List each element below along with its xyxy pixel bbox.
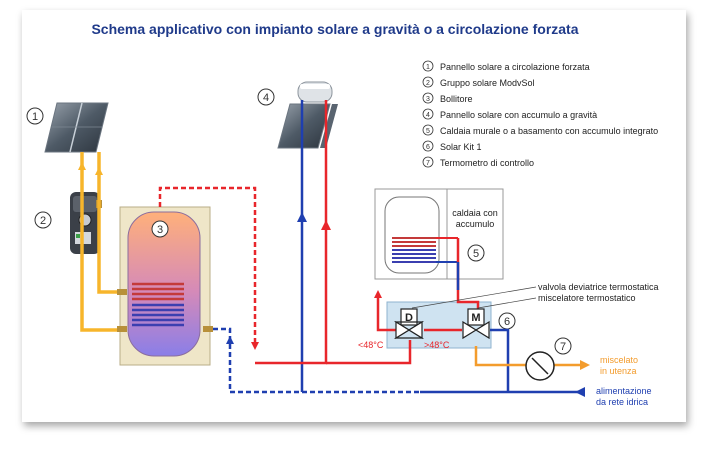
- solar-panel-gravity: [277, 81, 338, 149]
- svg-text:Termometro di controllo: Termometro di controllo: [440, 158, 534, 168]
- storage-tank: [117, 206, 213, 366]
- svg-text:Bollitore: Bollitore: [440, 94, 473, 104]
- control-thermometer: [525, 351, 555, 381]
- callout-5: 5: [467, 244, 485, 262]
- temp-below-label: <48°C: [358, 340, 384, 350]
- svg-text:3: 3: [426, 96, 430, 103]
- svg-text:4: 4: [426, 112, 430, 119]
- svg-text:2: 2: [40, 215, 46, 227]
- mains-supply-label-2: da rete idrica: [596, 397, 648, 407]
- legend-item: 2 Gruppo solare ModvSol: [422, 76, 535, 88]
- diverter-valve: D: [393, 308, 425, 340]
- boiler-label-line1: caldaia con: [452, 208, 498, 218]
- diagram-title: Schema applicativo con impianto solare a…: [91, 21, 578, 37]
- mixed-output-label-2: in utenza: [600, 366, 637, 376]
- legend-item: 1 Pannello solare a circolazione forzata: [422, 60, 590, 72]
- svg-text:5: 5: [473, 248, 479, 260]
- svg-text:6: 6: [504, 316, 510, 328]
- solar-loop-pipes: [80, 152, 120, 332]
- callout-2: 2: [34, 211, 52, 229]
- legend-item: 7 Termometro di controllo: [422, 156, 534, 168]
- legend-item: 4 Pannello solare con accumulo a gravità: [422, 108, 597, 120]
- svg-text:1: 1: [32, 111, 38, 123]
- legend-item: 3 Bollitore: [422, 92, 473, 104]
- thermostatic-mixer: M: [462, 308, 490, 340]
- svg-text:7: 7: [426, 160, 430, 167]
- tank-cold-inlet-pipe: [213, 327, 420, 394]
- svg-text:D: D: [405, 312, 413, 324]
- callout-6: 6: [498, 312, 516, 330]
- svg-text:Pannello solare con accumulo a: Pannello solare con accumulo a gravità: [440, 110, 597, 120]
- mixer-leader-line: [477, 297, 537, 309]
- legend: 1 Pannello solare a circolazione forzata…: [422, 60, 658, 168]
- svg-text:2: 2: [426, 80, 430, 87]
- upper-coil: [132, 282, 184, 301]
- callout-3: 3: [151, 220, 169, 238]
- legend-item: 5 Caldaia murale o a basamento con accum…: [422, 124, 658, 136]
- diverter-leader-line: [411, 286, 537, 309]
- wall-boiler: [374, 188, 504, 280]
- callout-7: 7: [554, 337, 572, 355]
- diverter-valve-label: valvola deviatrice termostatica: [538, 282, 659, 292]
- tank-hot-outlet-pipe: [158, 186, 257, 345]
- mains-supply-label-1: alimentazione: [596, 386, 652, 396]
- boiler-label-line2: accumulo: [456, 219, 495, 229]
- svg-text:Solar Kit 1: Solar Kit 1: [440, 142, 482, 152]
- mixed-output-label-1: miscelato: [600, 355, 638, 365]
- pump-group-modvsol: [70, 192, 102, 254]
- svg-text:7: 7: [560, 341, 566, 353]
- temp-above-label: >48°C: [424, 340, 450, 350]
- svg-text:5: 5: [426, 128, 430, 135]
- svg-text:Gruppo solare ModvSol: Gruppo solare ModvSol: [440, 78, 535, 88]
- svg-text:6: 6: [426, 144, 430, 151]
- callout-4: 4: [257, 88, 275, 106]
- svg-text:M: M: [471, 312, 480, 324]
- svg-text:1: 1: [426, 64, 430, 71]
- svg-text:Caldaia murale o a basamento c: Caldaia murale o a basamento con accumul…: [440, 126, 658, 136]
- hot-to-diverter-pipe: [326, 340, 412, 365]
- legend-item: 6 Solar Kit 1: [422, 140, 482, 152]
- svg-text:Pannello solare a circolazione: Pannello solare a circolazione forzata: [440, 62, 590, 72]
- hot-to-boiler-pipe: [376, 298, 396, 332]
- callout-1: 1: [26, 107, 44, 125]
- lower-coil: [132, 303, 184, 327]
- mixer-valve-label: miscelatore termostatico: [538, 293, 636, 303]
- mixer-cold-pipe: [490, 328, 510, 392]
- svg-text:3: 3: [157, 224, 163, 236]
- svg-text:4: 4: [263, 92, 269, 104]
- solar-panel-forced: [44, 102, 109, 153]
